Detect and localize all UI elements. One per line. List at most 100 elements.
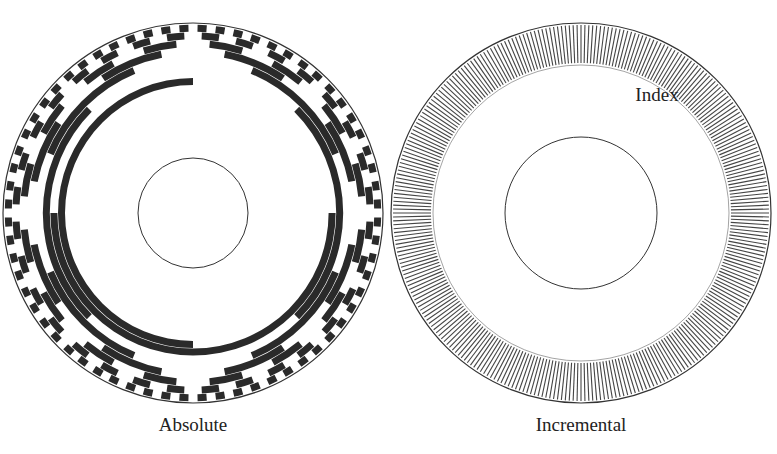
code-track [372, 235, 380, 245]
code-track [39, 317, 50, 328]
slot-line [393, 205, 431, 207]
code-track [197, 25, 206, 32]
slot-line [542, 360, 550, 397]
slot-line [606, 361, 612, 398]
slot-line [702, 102, 733, 124]
code-track [267, 362, 286, 376]
absolute-disc [3, 23, 383, 403]
slot-line [403, 151, 439, 163]
code-track [30, 120, 44, 139]
code-track [13, 187, 22, 205]
slot-line [406, 144, 441, 158]
code-track [362, 145, 372, 156]
slot-line [519, 355, 531, 391]
code-track [215, 392, 225, 400]
slot-line [477, 338, 498, 370]
code-track [355, 128, 365, 139]
code-track [9, 253, 18, 263]
slot-line [722, 147, 758, 160]
code-track [6, 181, 14, 191]
code-track [48, 92, 64, 110]
slot-line [505, 41, 520, 76]
code-track [39, 97, 50, 108]
slot-line [398, 247, 435, 256]
slot-line [706, 109, 738, 130]
slot-line [727, 170, 764, 179]
code-track [374, 217, 381, 226]
code-track [342, 287, 356, 306]
code-track [100, 362, 119, 376]
slot-line [422, 112, 454, 132]
slot-line [709, 291, 742, 311]
slot-line [730, 193, 768, 197]
slot-line [396, 178, 433, 185]
slot-line [594, 362, 597, 400]
slot-line [656, 50, 675, 83]
slot-line [603, 27, 609, 65]
slot-line [396, 238, 433, 244]
slot-line [731, 212, 769, 213]
slot-line [424, 109, 456, 130]
slot-line [708, 112, 740, 132]
slot-line [590, 25, 592, 63]
slot-line [728, 244, 765, 252]
code-track [324, 331, 335, 342]
code-track [143, 388, 153, 397]
slot-line [584, 363, 586, 401]
slot-line [394, 197, 432, 200]
slot-line [704, 106, 735, 128]
code-track [48, 316, 64, 334]
code-track [161, 392, 171, 400]
code-track [322, 92, 338, 110]
code-track [50, 83, 61, 94]
code-track [336, 97, 347, 108]
slot-line [664, 338, 685, 370]
code-track [63, 70, 74, 81]
slot-line [730, 197, 768, 200]
code-track [92, 49, 103, 60]
slot-line [718, 137, 753, 152]
slot-line [542, 29, 550, 66]
slot-line [731, 222, 769, 224]
slot-line [728, 241, 765, 248]
slot-line [477, 56, 498, 88]
slot-line [411, 277, 445, 293]
slot-line [633, 354, 646, 390]
slot-line [612, 29, 620, 66]
slot-line [633, 37, 646, 73]
slot-line [720, 268, 755, 282]
code-track [50, 331, 61, 342]
code-track [21, 286, 31, 297]
code-track [297, 59, 308, 70]
slot-line [569, 25, 571, 63]
slot-line [394, 229, 432, 233]
slot-line [393, 219, 431, 221]
slot-line [416, 122, 449, 140]
slot-line [393, 209, 431, 211]
slot-line [584, 25, 586, 63]
slot-line [719, 140, 754, 155]
slot-line [480, 54, 500, 86]
slot-line [405, 147, 441, 160]
slot-line [597, 362, 601, 400]
slot-line [508, 40, 523, 75]
code-track [5, 217, 12, 226]
code-track [365, 222, 374, 240]
slot-line [490, 344, 508, 377]
slot-line [474, 59, 496, 90]
code-track [362, 270, 372, 281]
slot-line [636, 352, 650, 387]
slot-line [429, 301, 460, 323]
slot-line [580, 25, 581, 63]
slot-line [515, 37, 528, 73]
slot-line [728, 178, 765, 185]
slot-line [569, 363, 571, 401]
slot-line [664, 56, 685, 88]
code-track [167, 385, 185, 394]
slot-line [512, 352, 526, 387]
slot-line [606, 28, 612, 65]
slot-line [405, 265, 441, 278]
slot-line [573, 25, 575, 63]
slot-line [427, 299, 458, 321]
code-track [346, 112, 357, 123]
